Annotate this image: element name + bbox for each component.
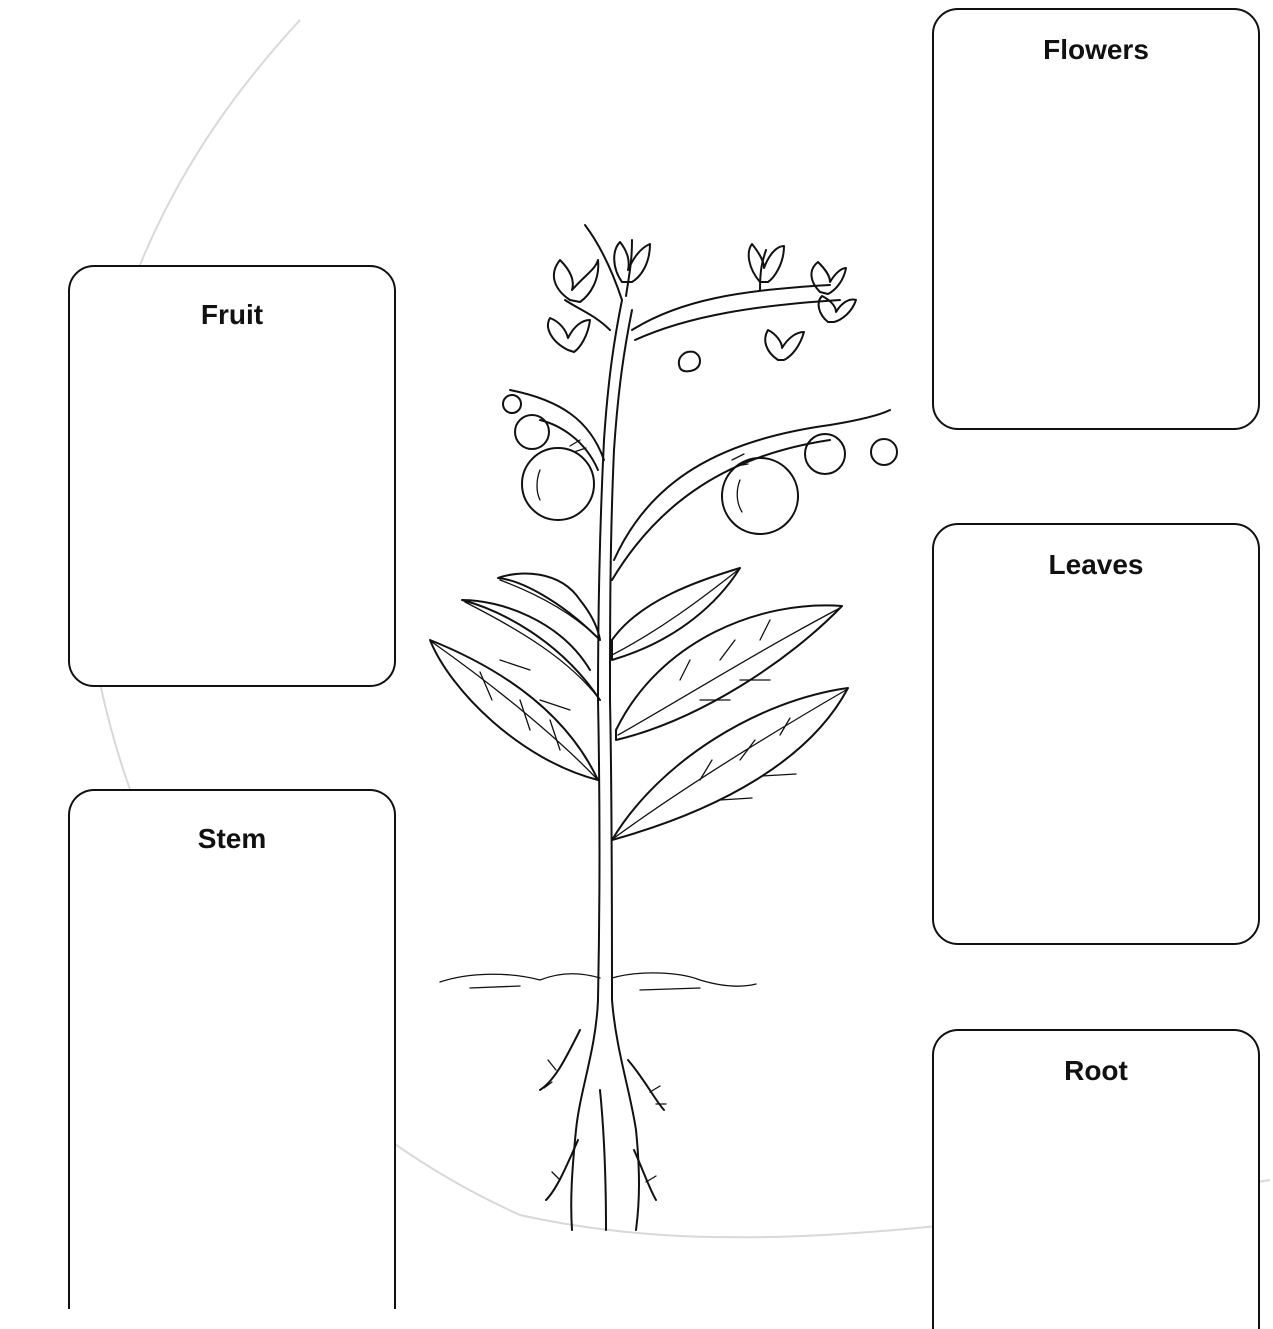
plant-parts-worksheet: Flowers Fruit Leaves Stem Root xyxy=(0,0,1273,1258)
flowers-label: Flowers xyxy=(934,34,1258,66)
stem-label: Stem xyxy=(70,823,394,855)
flowers-drawing xyxy=(548,242,856,371)
fruit-label: Fruit xyxy=(70,299,394,331)
roots-drawing xyxy=(540,1000,666,1230)
root-label: Root xyxy=(934,1055,1258,1087)
leaves-label: Leaves xyxy=(934,549,1258,581)
leaves-label-box: Leaves xyxy=(932,523,1260,945)
root-label-box: Root xyxy=(932,1029,1260,1329)
fruit-label-box: Fruit xyxy=(68,265,396,687)
flowers-label-box: Flowers xyxy=(932,8,1260,430)
leaves-drawing xyxy=(430,568,848,840)
stem-label-box: Stem xyxy=(68,789,396,1309)
